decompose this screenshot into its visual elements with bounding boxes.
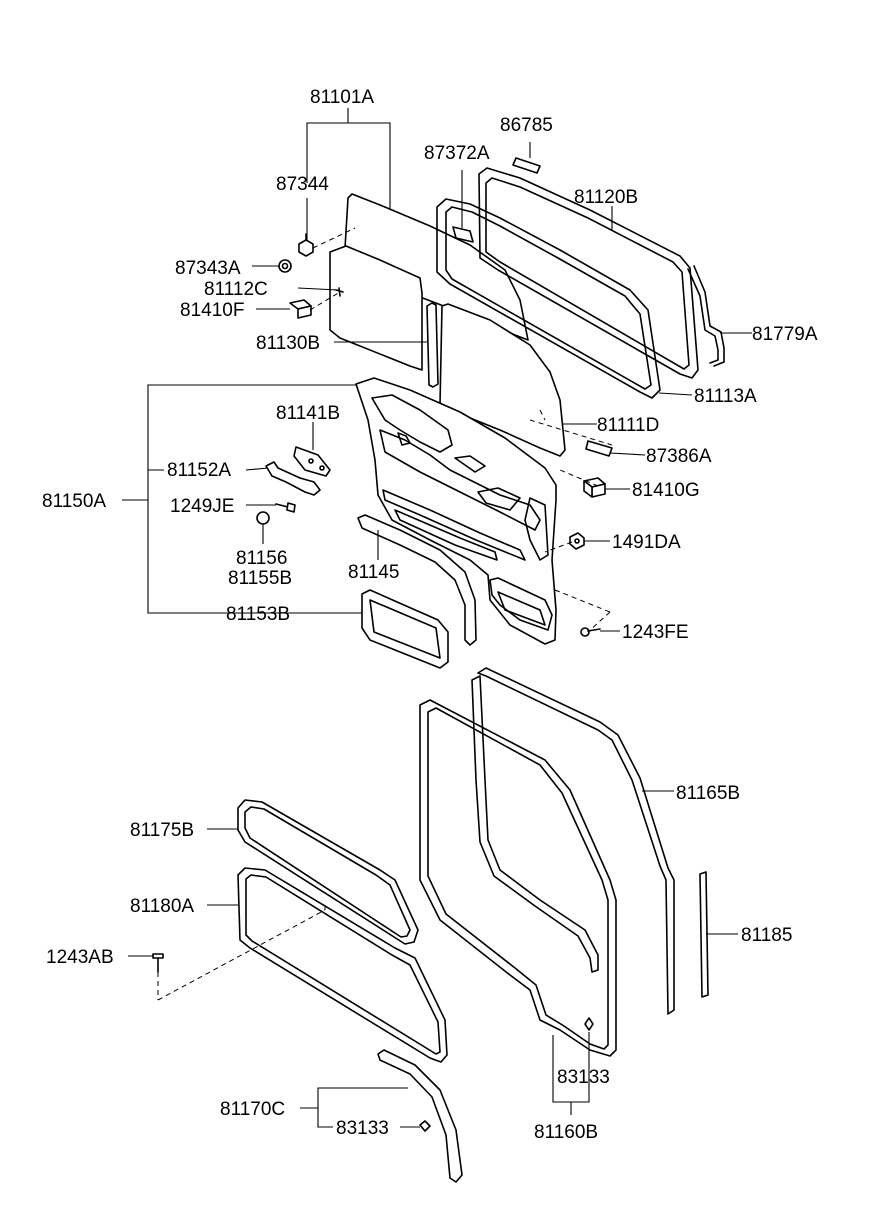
label-83133-bottom: 83133: [336, 1118, 389, 1139]
part-81150A-door-trim: [355, 377, 557, 645]
label-81150A: 81150A: [42, 491, 106, 512]
part-1249JE-screw: [275, 502, 296, 513]
label-81112C: 81112C: [204, 279, 268, 300]
part-86785: [512, 157, 541, 174]
part-81175B-window-seal: [237, 799, 419, 945]
part-labels: 81101A 86785 87372A 81120B 87344 87343A …: [42, 87, 818, 1143]
part-81180A-window-seal: [237, 867, 448, 1063]
label-81113A: 81113A: [694, 386, 757, 407]
label-83133-right: 83133: [557, 1067, 610, 1088]
label-81175B: 81175B: [130, 820, 194, 841]
part-83133-clip-right: [584, 1017, 594, 1031]
label-81152A: 81152A: [167, 460, 231, 481]
part-87343A-clip: [278, 259, 292, 273]
part-81113A-frame-seal: [436, 198, 661, 399]
label-81145: 81145: [348, 562, 399, 583]
label-1491DA: 1491DA: [612, 532, 681, 553]
label-81120B: 81120B: [574, 187, 638, 208]
part-83133-clip-bottom: [419, 1120, 431, 1132]
part-1243FE-screw: [580, 627, 601, 637]
label-81185: 81185: [741, 925, 792, 946]
part-81185-strip: [699, 871, 709, 998]
label-81165B: 81165B: [676, 783, 740, 804]
part-81141B-bracket: [293, 446, 331, 477]
label-81141B: 81141B: [276, 403, 340, 424]
label-1243FE: 1243FE: [622, 622, 689, 643]
label-81410F: 81410F: [180, 300, 244, 321]
label-81410G: 81410G: [632, 480, 700, 501]
label-1243AB: 1243AB: [46, 947, 114, 968]
part-81145-strip: [357, 514, 477, 646]
label-81779A: 81779A: [752, 324, 818, 345]
part-81152A-handle: [265, 461, 321, 496]
part-81130B-divider-strip: [426, 302, 439, 388]
label-87372A: 87372A: [424, 143, 490, 164]
label-86785: 86785: [500, 115, 553, 136]
label-81111D: 81111D: [597, 415, 659, 436]
label-81130B: 81130B: [256, 333, 320, 354]
part-81410G-clip: [583, 477, 606, 498]
label-81153B: 81153B: [226, 604, 290, 625]
part-81130B-inner-panel: [329, 245, 423, 371]
label-81101A: 81101A: [310, 87, 374, 108]
leader-lines: [122, 108, 752, 1128]
part-87372A: [452, 226, 474, 243]
label-81170C: 81170C: [220, 1099, 285, 1120]
part-81156-cap: [256, 511, 270, 525]
label-87386A: 87386A: [646, 446, 712, 467]
part-1491DA-clip: [569, 532, 585, 550]
part-81120B-glass-run: [478, 167, 699, 379]
part-81170C-strip: [377, 1049, 463, 1183]
dashed-alignment-lines: [157, 227, 613, 1001]
label-81155B: 81155B: [228, 568, 292, 589]
part-81160B-inner-seal: [471, 675, 599, 973]
part-81410F-clip: [289, 299, 312, 319]
label-81156: 81156: [236, 548, 287, 569]
part-81160B-door-seal: [419, 699, 617, 1057]
label-1249JE: 1249JE: [170, 496, 234, 517]
label-87344: 87344: [276, 174, 329, 195]
part-81165B-door-seal: [477, 667, 675, 1015]
label-81160B: 81160B: [534, 1122, 598, 1143]
part-87386A: [585, 440, 613, 457]
part-81153B-pocket: [361, 589, 449, 669]
part-87344-clip: [298, 233, 314, 257]
label-87343A: 87343A: [175, 258, 241, 279]
label-81180A: 81180A: [130, 896, 194, 917]
part-1243AB-screw: [152, 953, 164, 973]
part-81779A-belt-strip: [687, 265, 725, 367]
